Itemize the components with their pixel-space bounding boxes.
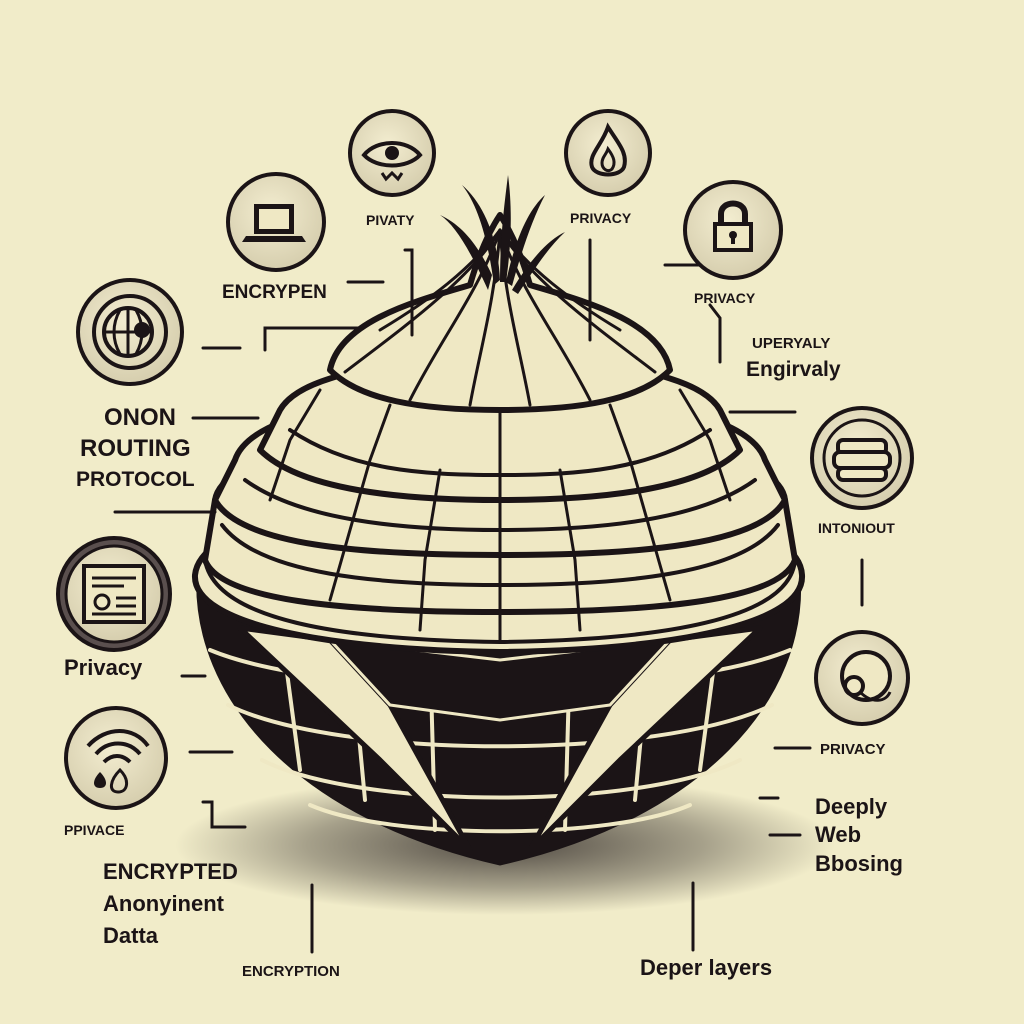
label-uperyaly: uperyaly: [752, 330, 831, 353]
label-anonyinent: Anonyinent: [103, 891, 224, 916]
label-encrypted: ENCRYPTED: [103, 859, 238, 884]
globe-icon: [76, 278, 184, 386]
label-protocol: PROTOCOL: [76, 468, 195, 491]
label-privacy-top: privacy: [570, 206, 632, 228]
ring-icon: [814, 630, 910, 726]
label-pivaty: pivaty: [366, 208, 415, 230]
label-web: Web: [815, 822, 862, 847]
label-privacy-right: privacy: [694, 286, 756, 308]
laptop-icon: [226, 172, 326, 272]
label-ppivace: ppivace: [64, 818, 125, 840]
label-privacy-left: Privacy: [64, 655, 143, 680]
label-encryption: encryption: [242, 958, 340, 981]
label-engirvaly: Engirvaly: [746, 358, 841, 381]
flame-icon: [564, 109, 652, 197]
label-deeply: Deeply: [815, 794, 888, 819]
lock-icon: [683, 180, 783, 280]
label-intoniout: intoniout: [818, 516, 895, 538]
label-onon: ONON: [104, 404, 176, 431]
data-disk-icon: [810, 406, 914, 510]
label-deper-layers: Deper layers: [640, 955, 773, 980]
id-card-icon: [56, 536, 172, 652]
wifi-drop-icon: [64, 706, 168, 810]
label-datta: Datta: [103, 923, 159, 948]
label-encrypen: ENCRYPEN: [222, 282, 327, 303]
connector-lines: [113, 238, 864, 954]
onion-graphic: [191, 175, 806, 866]
eye-icon: [348, 109, 436, 197]
label-routing: ROUTING: [80, 435, 191, 462]
label-privacy-lower-right: privacy: [820, 736, 886, 759]
label-bbosing: Bbosing: [815, 851, 903, 876]
